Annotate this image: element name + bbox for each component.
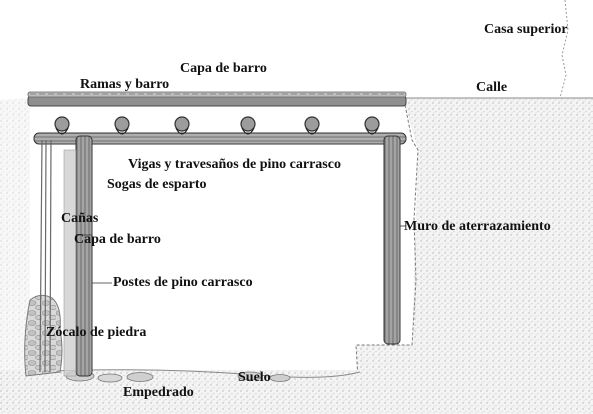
label-capa-de-barro-wall: Capa de barro <box>74 232 161 247</box>
label-ramas-y-barro: Ramas y barro <box>80 77 170 92</box>
stone-plinth <box>24 294 63 377</box>
label-postes: Postes de pino carrasco <box>113 275 253 290</box>
label-vigas: Vigas y travesaños de pino carrasco <box>128 157 341 172</box>
left-ground <box>0 98 30 414</box>
label-muro-de-aterrazamiento: Muro de aterrazamiento <box>404 219 551 234</box>
right-post <box>383 135 401 345</box>
label-capa-de-barro-roof: Capa de barro <box>180 61 267 76</box>
label-empedrado: Empedrado <box>123 385 194 400</box>
roof <box>27 91 407 107</box>
reeds <box>39 139 52 373</box>
label-sogas: Sogas de esparto <box>107 177 207 192</box>
roof-log-ends <box>54 116 380 132</box>
label-zocalo: Zócalo de piedra <box>46 325 147 340</box>
label-canas: Cañas <box>61 211 99 226</box>
main-beam <box>33 132 407 145</box>
label-suelo: Suelo <box>238 370 271 385</box>
upper-house-outline <box>559 0 569 99</box>
leader-lines <box>76 225 406 284</box>
esparto-ropes <box>55 127 379 135</box>
left-post <box>63 135 93 377</box>
upper-terrace-soil <box>355 97 593 414</box>
label-calle: Calle <box>476 80 508 95</box>
label-casa-superior: Casa superior <box>484 22 568 37</box>
